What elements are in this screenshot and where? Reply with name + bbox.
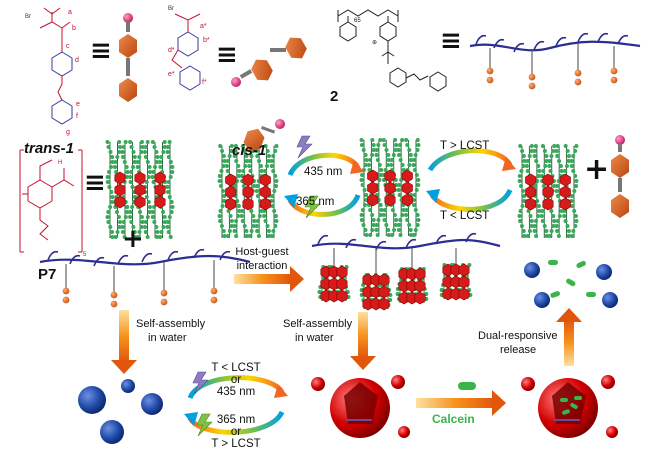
svg-text:d*: d*: [168, 47, 175, 54]
trans-1-structure: [39, 7, 73, 125]
svg-text:e*: e*: [168, 71, 175, 78]
calcein-icon: [458, 382, 476, 390]
wavelength-365-label: 365 nm: [296, 196, 335, 208]
cycle-bot-1: 365 nm: [216, 414, 256, 426]
cycle-top-3: 435 nm: [216, 386, 256, 398]
self-assembly-label-4: in water: [295, 332, 334, 344]
svg-text:⊕: ⊕: [372, 40, 377, 46]
complex-left: [217, 144, 279, 238]
self-assembly-label-1: Self-assembly: [136, 318, 206, 330]
svg-text:e: e: [76, 101, 80, 108]
svg-text:5: 5: [83, 252, 87, 258]
cycle-top-1: T < LCST: [211, 362, 261, 374]
calcein-label: Calcein: [432, 412, 475, 426]
cycle-top-2: or: [230, 374, 242, 386]
arrow-icon: [111, 310, 137, 374]
cycle-bot-3: T > LCST: [211, 438, 261, 450]
svg-text:b: b: [72, 25, 76, 32]
lightning-icon: [192, 371, 209, 395]
blue-micelles: [78, 379, 163, 444]
vesicle-empty: [311, 375, 410, 438]
p7-label: P7: [38, 266, 57, 283]
subscript-65: 65: [354, 18, 361, 24]
svg-text:Br: Br: [168, 6, 174, 12]
polymer-2-label: 2: [330, 88, 339, 105]
self-assembly-label-3: Self-assembly: [283, 318, 353, 330]
equals-symbol: ≡: [90, 36, 112, 66]
polymer-2-copy: [39, 248, 251, 308]
cis-1-cartoon: [231, 37, 307, 87]
svg-text:a*: a*: [200, 23, 207, 30]
svg-text:f: f: [76, 113, 78, 120]
self-assembly-label-2: in water: [148, 332, 187, 344]
lightning-icon: [304, 195, 321, 219]
supramolecular-polymer: [311, 232, 501, 311]
wavelength-435-label: 435 nm: [304, 166, 343, 178]
dual-responsive-label-2: release: [500, 344, 537, 356]
host-guest-label-1: Host-guest: [235, 246, 289, 258]
svg-text:c: c: [66, 43, 70, 50]
temperature-cycle-arrows: [426, 148, 516, 212]
released-guest: [611, 135, 629, 218]
host-guest-label-2: interaction: [236, 260, 288, 272]
t-gt-lcst-label: T > LCST: [440, 140, 490, 152]
arrow-icon: [556, 308, 582, 366]
polymer-2-cartoon: [469, 32, 641, 90]
arrow-icon: [416, 390, 506, 416]
p7-structure: [19, 149, 83, 253]
light-cycle-arrows: [284, 152, 364, 217]
trans-1-cartoon: [119, 13, 137, 102]
arrow-icon: [350, 312, 376, 370]
dual-responsive-label-1: Dual-responsive: [478, 330, 558, 342]
svg-text:a: a: [68, 9, 72, 16]
svg-text:b*: b*: [203, 37, 210, 44]
lightning-icon: [196, 413, 213, 437]
complex-middle: [359, 138, 421, 237]
trans-1-label: trans-1: [24, 140, 75, 157]
cis-1-structure: [171, 13, 201, 91]
svg-text:g: g: [66, 129, 70, 136]
t-lt-lcst-label: T < LCST: [440, 210, 490, 222]
svg-text:d: d: [75, 57, 79, 64]
equals-symbol: ≡: [84, 168, 106, 198]
svg-text:H: H: [58, 160, 62, 166]
equals-symbol: ≡: [216, 40, 238, 70]
equals-symbol: ≡: [440, 26, 462, 56]
svg-text:f*: f*: [202, 79, 207, 86]
arrow-icon: [234, 266, 304, 292]
plus-symbol: +: [122, 224, 144, 254]
released-cargo: [524, 260, 618, 308]
cycle-bot-2: or: [230, 426, 242, 438]
p7-cartoon: [105, 140, 175, 239]
lightning-icon: [296, 135, 313, 159]
cis-1-label: cis-1: [232, 142, 267, 159]
polymer-2-structure: [337, 9, 447, 92]
complex-right: [517, 144, 579, 238]
guest-entering: [243, 119, 285, 152]
plus-symbol: +: [584, 152, 610, 187]
vesicle-loaded: [521, 375, 618, 438]
svg-text:Br: Br: [25, 14, 31, 20]
